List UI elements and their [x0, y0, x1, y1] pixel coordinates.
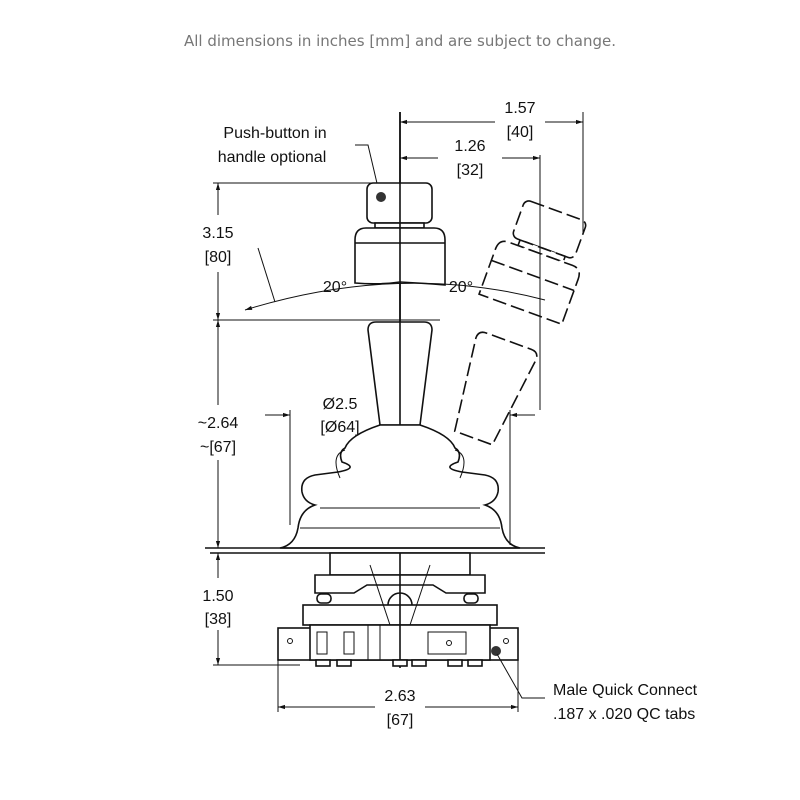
- svg-text:20°: 20°: [449, 279, 473, 296]
- svg-text:[38]: [38]: [205, 611, 232, 628]
- svg-text:2.63: 2.63: [384, 688, 415, 705]
- svg-text:[32]: [32]: [457, 162, 484, 179]
- svg-text:~2.64: ~2.64: [198, 415, 239, 432]
- svg-text:Male Quick Connect: Male Quick Connect: [553, 682, 698, 699]
- svg-text:[80]: [80]: [205, 249, 232, 266]
- push-button-icon: [376, 192, 386, 202]
- caption: All dimensions in inches [mm] and are su…: [184, 32, 616, 50]
- push-button-callout: Push-button in handle optional: [218, 125, 381, 197]
- upright-handle: [354, 112, 446, 470]
- dimension-2-64: ~2.64 ~[67]: [198, 320, 239, 548]
- svg-text:[67]: [67]: [387, 712, 414, 729]
- dimension-diameter-2-5: Ø2.5 [Ø64]: [265, 396, 535, 545]
- svg-text:1.50: 1.50: [202, 588, 233, 605]
- switch-base: [277, 552, 519, 668]
- dimension-3-15: 3.15 [80]: [202, 182, 440, 321]
- svg-text:1.57: 1.57: [504, 100, 535, 117]
- svg-text:20°: 20°: [323, 279, 347, 296]
- svg-text:Push-button in: Push-button in: [223, 125, 326, 142]
- svg-text:[40]: [40]: [507, 124, 534, 141]
- tilt-angle-arc: 20° 20°: [244, 247, 546, 311]
- dimension-1-50: 1.50 [38]: [202, 553, 300, 666]
- rubber-boot: [279, 424, 521, 549]
- svg-text:3.15: 3.15: [202, 225, 233, 242]
- svg-text:~[67]: ~[67]: [200, 439, 236, 456]
- quick-connect-tab-icon: [491, 646, 501, 656]
- dimension-1-57: 1.57 [40]: [400, 100, 584, 235]
- dimension-2-63: 2.63 [67]: [277, 660, 519, 729]
- svg-text:.187 x .020 QC tabs: .187 x .020 QC tabs: [553, 706, 695, 723]
- dimension-1-26: 1.26 [32]: [400, 138, 541, 410]
- svg-text:Ø2.5: Ø2.5: [323, 396, 358, 413]
- svg-text:1.26: 1.26: [454, 138, 485, 155]
- tilted-handle-outline: [453, 200, 587, 446]
- svg-text:handle optional: handle optional: [218, 149, 327, 166]
- svg-text:[Ø64]: [Ø64]: [320, 419, 359, 436]
- quick-connect-callout: Male Quick Connect .187 x .020 QC tabs: [496, 653, 698, 723]
